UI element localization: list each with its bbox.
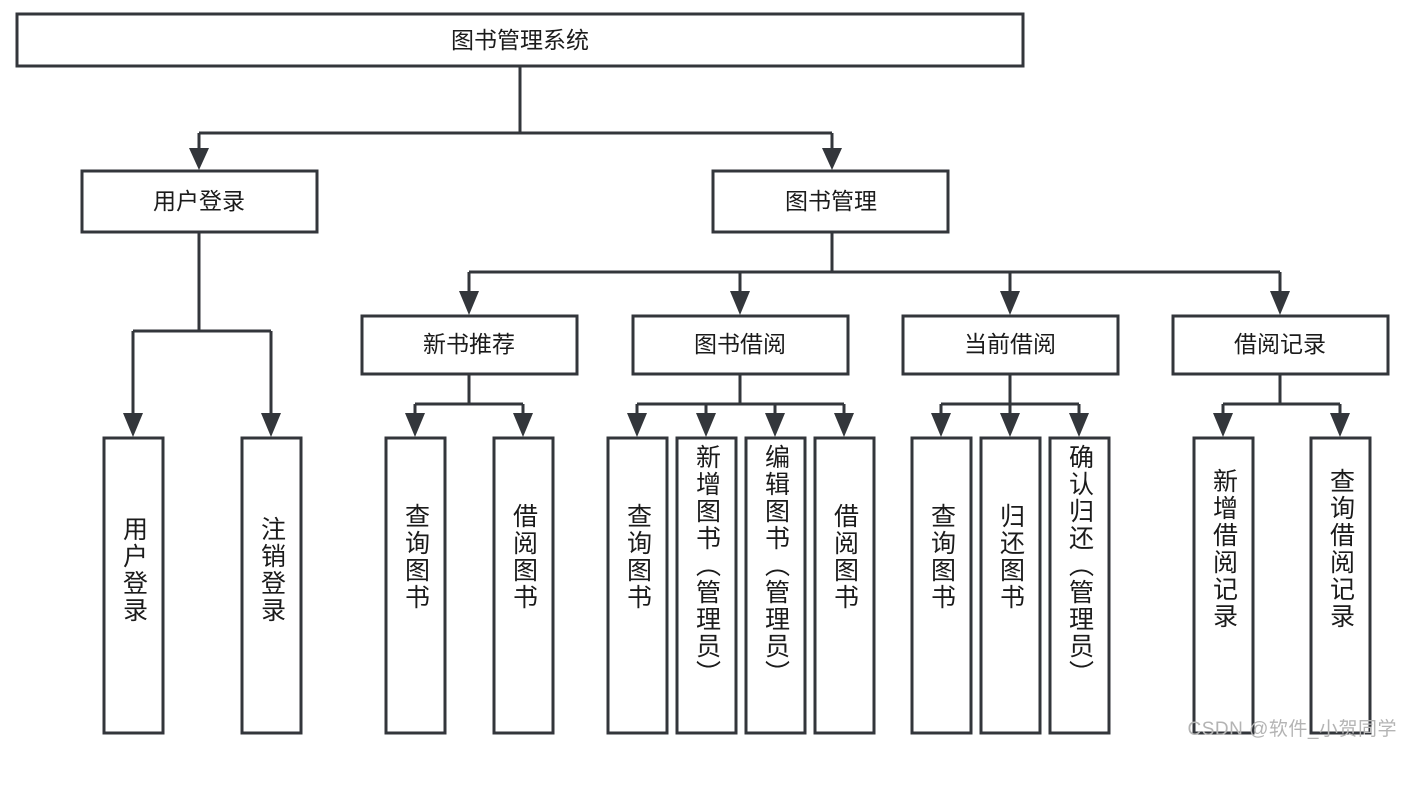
- node-book-manage-label: 图书管理: [785, 188, 877, 214]
- node-new-book-recommend[interactable]: 新书推荐: [360, 314, 579, 376]
- connector-book-manage-to-level3: [459, 232, 1290, 315]
- leaf-box-add-book-admin[interactable]: [675, 436, 738, 735]
- node-new-book-recommend-label: 新书推荐: [423, 331, 515, 357]
- node-borrow-record[interactable]: 借阅记录: [1171, 314, 1390, 376]
- leaf-box-user-login[interactable]: [102, 436, 165, 735]
- leaf-box-edit-book-admin[interactable]: [744, 436, 807, 735]
- leaf-box-confirm-return-admin[interactable]: [1048, 436, 1111, 735]
- connector-current-borrow-to-leaves: [931, 375, 1089, 437]
- leaf-box-borrow-book-recommend[interactable]: [492, 436, 555, 735]
- connector-root-to-bus: [189, 66, 842, 170]
- connector-borrow-record-to-leaves: [1213, 375, 1350, 437]
- leaf-box-query-book-recommend[interactable]: [384, 436, 447, 735]
- leaf-box-query-borrow-record[interactable]: [1309, 436, 1372, 735]
- csdn-watermark: CSDN @软件_小贺同学: [1187, 719, 1397, 740]
- leaf-box-return-book[interactable]: [979, 436, 1042, 735]
- node-book-borrow[interactable]: 图书借阅: [631, 314, 850, 376]
- connector-new-book-to-leaves: [405, 375, 533, 437]
- node-root-system-label: 图书管理系统: [451, 27, 589, 53]
- node-borrow-record-label: 借阅记录: [1234, 331, 1326, 357]
- flowchart-diagram: 图书管理系统 用户登录 图书管理 新书推荐 图书借阅 当前借阅 借阅记录: [15, 12, 1397, 740]
- node-book-manage[interactable]: 图书管理: [711, 169, 950, 234]
- node-user-login-label: 用户登录: [153, 188, 245, 214]
- node-current-borrow-label: 当前借阅: [964, 331, 1056, 357]
- connector-book-borrow-to-leaves: [627, 375, 854, 437]
- leaf-box-query-book-borrow[interactable]: [606, 436, 669, 735]
- diagram-canvas: 图书管理系统 用户登录 图书管理 新书推荐 图书借阅 当前借阅 借阅记录: [15, 12, 1390, 735]
- leaf-box-logout[interactable]: [240, 436, 303, 735]
- leaf-box-borrow-book[interactable]: [813, 436, 876, 735]
- node-book-borrow-label: 图书借阅: [694, 331, 786, 357]
- leaf-box-add-borrow-record[interactable]: [1192, 436, 1255, 735]
- connector-user-login-to-leaves: [123, 232, 281, 437]
- node-root-system[interactable]: 图书管理系统: [15, 12, 1025, 68]
- node-current-borrow[interactable]: 当前借阅: [901, 314, 1120, 376]
- node-user-login[interactable]: 用户登录: [80, 169, 319, 234]
- leaf-box-query-book-current[interactable]: [910, 436, 973, 735]
